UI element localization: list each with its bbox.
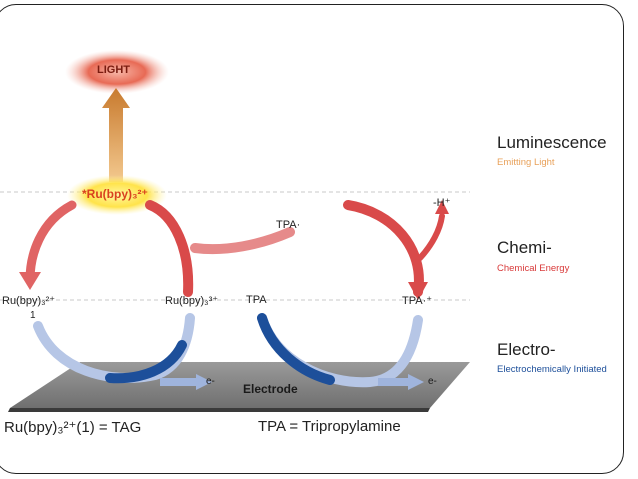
tpa-label: TPA xyxy=(246,294,267,306)
light-label: LIGHT xyxy=(97,64,130,76)
right-cycle-blue-arc-dark xyxy=(257,313,335,385)
electrode-plate-edge xyxy=(8,408,430,412)
right-cycle-red-arrowhead xyxy=(408,282,428,300)
right-cycle-red-arc xyxy=(343,200,424,297)
ru2-label: Ru(bpy)₃²⁺ xyxy=(2,295,56,307)
proton-loss-label: -H⁺ xyxy=(433,197,451,209)
left-electron-arrowhead xyxy=(196,374,212,390)
electron-label-right: e- xyxy=(428,376,437,387)
tpa-radical-transfer-arrow xyxy=(190,227,295,255)
stage-subtitle-electro: Electrochemically Initiated xyxy=(497,364,607,375)
emission-arrow xyxy=(102,88,130,182)
excited-species-glow xyxy=(67,175,167,215)
right-electron-arrowhead xyxy=(408,374,424,390)
caption-tpa: TPA = Tripropylamine xyxy=(258,418,401,435)
tpa-radical-label: TPA· xyxy=(276,219,301,231)
ru3-label: Ru(bpy)₃³⁺ xyxy=(165,295,219,307)
electron-label-left: e- xyxy=(206,376,215,387)
stage-subtitle-chemi: Chemical Energy xyxy=(497,263,570,274)
stage-title-electro: Electro- xyxy=(497,340,556,359)
proton-loss-arrowhead xyxy=(435,200,449,214)
tpa-cation-label: TPA·⁺ xyxy=(402,295,433,307)
stage-title-luminescence: Luminescence xyxy=(497,133,607,152)
proton-loss-arrow xyxy=(417,213,445,261)
slide-frame xyxy=(0,4,624,474)
electrode-label: Electrode xyxy=(243,382,298,396)
left-cycle-red-arc xyxy=(25,200,77,285)
light-glow xyxy=(65,50,169,94)
ru2-index-label: 1 xyxy=(30,310,36,321)
caption-tag: Ru(bpy)₃²⁺(1) = TAG xyxy=(4,419,142,436)
stage-title-chemi: Chemi- xyxy=(497,238,552,257)
left-cycle-blue-arc-dark xyxy=(105,340,187,384)
left-cycle-red-arc-right xyxy=(145,200,194,297)
left-cycle-red-arrowhead xyxy=(19,272,41,290)
stage-subtitle-luminescence: Emitting Light xyxy=(497,157,555,168)
excited-species-label: *Ru(bpy)₃²⁺ xyxy=(82,187,148,201)
